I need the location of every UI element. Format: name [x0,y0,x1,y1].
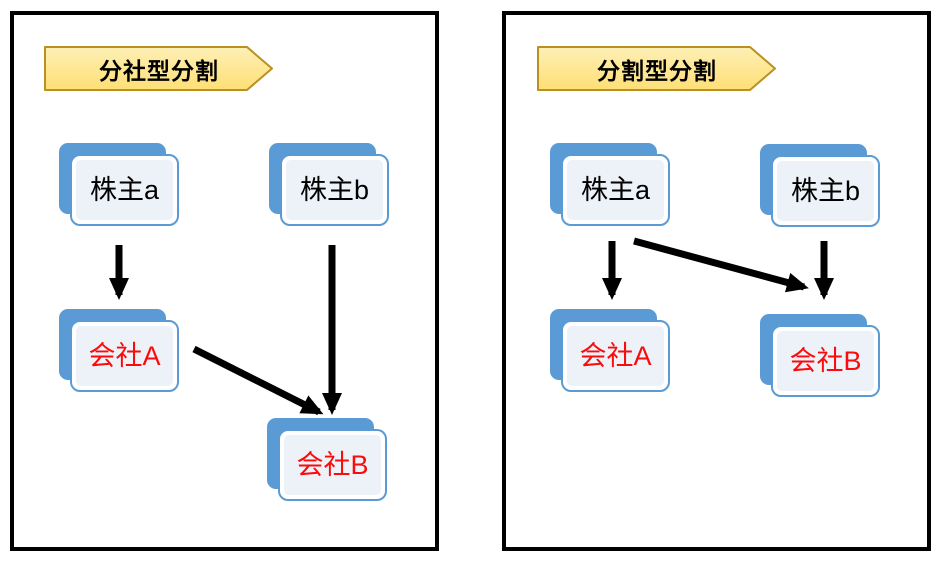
node-inner-fill: 会社A [76,326,173,386]
banner-bunsha: 分社型分割 [44,46,274,91]
node-front-layer: 株主b [771,155,880,227]
node-shareholder-b: 株主b [760,144,880,227]
node-front-layer: 会社B [771,325,880,397]
node-front-layer: 株主a [70,154,179,226]
node-company-a: 会社A [550,309,670,392]
node-inner-fill: 株主a [567,160,664,220]
panel-bunsha: 分社型分割 株主a 株主b 会社A 会社B [10,11,439,551]
node-inner-fill: 株主b [777,161,874,221]
node-company-a: 会社A [59,309,179,392]
node-label: 会社B [296,449,369,480]
node-shareholder-a: 株主a [550,143,670,226]
node-label: 株主a [89,174,160,205]
node-inner-fill: 株主b [286,160,383,220]
edges-layer [602,237,834,300]
node-front-layer: 会社B [278,429,387,501]
edge-shareholder_a-to-company_b [633,237,809,293]
node-front-layer: 株主a [561,154,670,226]
node-inner-fill: 会社B [284,435,381,495]
node-label: 株主b [790,175,861,206]
node-inner-fill: 会社B [777,331,874,391]
node-label: 会社A [88,340,161,371]
node-label: 会社A [579,340,652,371]
banner-shape [537,46,776,91]
panel-title: 分割型分割 [597,57,717,84]
panel-bunkatsu: 分割型分割 株主a 株主b 会社A 会社B [502,11,931,551]
banner-shape [44,46,273,91]
panel-title: 分社型分割 [99,57,219,84]
node-company-b: 会社B [760,314,880,397]
node-label: 会社B [789,345,862,376]
node-front-layer: 会社A [70,320,179,392]
node-front-layer: 株主b [280,154,389,226]
edge-company_a-to-company_b [192,345,324,416]
node-inner-fill: 会社A [567,326,664,386]
node-company-b: 会社B [267,418,387,501]
banner-bunkatsu: 分割型分割 [537,46,777,91]
node-shareholder-a: 株主a [59,143,179,226]
node-inner-fill: 株主a [76,160,173,220]
node-label: 株主b [299,174,370,205]
node-shareholder-b: 株主b [269,143,389,226]
node-label: 株主a [580,174,651,205]
node-front-layer: 会社A [561,320,670,392]
